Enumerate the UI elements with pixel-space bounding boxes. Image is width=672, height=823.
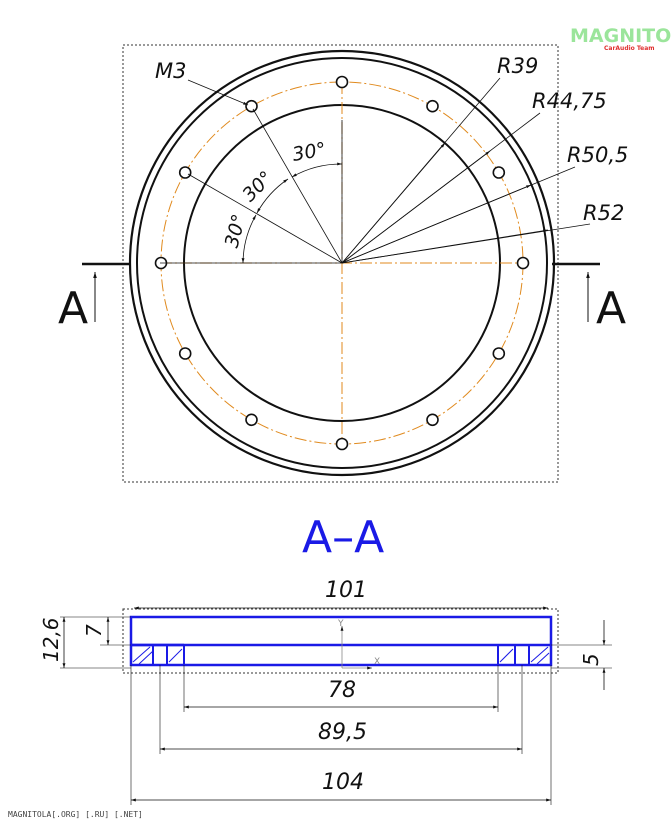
axis-x-label: X	[374, 657, 380, 667]
section-marker-left: A	[58, 283, 88, 334]
mounting-hole	[178, 166, 192, 179]
logo-text: MAGNITOLA	[570, 25, 672, 47]
mounting-hole	[516, 256, 530, 270]
section-view: Y X 101 12,6 7 5 78 89,5 104	[39, 578, 612, 805]
dim-7-label: 7	[82, 624, 106, 637]
footer-text: MAGNITOLA[.ORG] [.RU] [.NET]	[8, 810, 143, 819]
radius-leader-r39-arrow	[341, 142, 446, 264]
logo: MAGNITOLA CarAudio Team	[570, 25, 672, 52]
top-view: 30° 30° 30° R39 R44,75 R50,5 R52 M3 A A	[58, 44, 628, 483]
angle-label-3: 30°	[221, 212, 251, 250]
angle-arc-2	[256, 178, 289, 214]
mounting-hole	[492, 347, 506, 360]
section-hatching	[132, 646, 550, 665]
angle-label-2: 30°	[238, 167, 277, 206]
radius-label-r39: R39	[497, 54, 538, 78]
recess-right	[497, 644, 516, 666]
mounting-hole	[245, 99, 258, 113]
mounting-holes	[154, 75, 530, 451]
section-marker-right: A	[596, 283, 626, 334]
hole-section-left	[152, 644, 168, 666]
logo-subtitle: CarAudio Team	[604, 45, 655, 52]
radius-label-r52: R52	[583, 201, 624, 225]
angle-ray-120	[252, 108, 343, 264]
radius-leader-r44-arrow	[341, 150, 491, 264]
dim-12-6-label: 12,6	[39, 617, 63, 662]
angle-label-1: 30°	[291, 138, 328, 166]
mounting-hole	[335, 437, 349, 451]
axis-y-label: Y	[337, 619, 344, 629]
radius-label-r44-75: R44,75	[532, 89, 607, 113]
section-title: A–A	[302, 512, 384, 563]
radius-label-r50-5: R50,5	[567, 143, 628, 167]
outer-circle-r50-5	[136, 57, 548, 469]
dim-78-label: 78	[328, 678, 356, 703]
radius-leader-r50-arrow	[341, 184, 532, 264]
mounting-hole	[492, 166, 506, 179]
mounting-hole	[426, 413, 439, 427]
dim-5-label: 5	[579, 653, 603, 666]
dim-101-label: 101	[325, 578, 367, 603]
thread-label: M3	[155, 59, 186, 83]
hole-section-right	[514, 644, 530, 666]
radius-leader-r52-arrow	[341, 229, 549, 264]
angle-arc-1	[291, 162, 343, 178]
mounting-hole	[426, 99, 439, 113]
recess-left	[166, 644, 185, 666]
dim-89-5-label: 89,5	[318, 720, 367, 745]
mounting-hole	[335, 75, 349, 89]
dim-104-label: 104	[322, 770, 364, 795]
thread-leader	[187, 79, 249, 106]
mounting-hole	[245, 413, 258, 427]
angle-ray-150	[187, 173, 343, 264]
angle-arc-3	[241, 214, 257, 264]
mounting-hole	[178, 347, 192, 360]
